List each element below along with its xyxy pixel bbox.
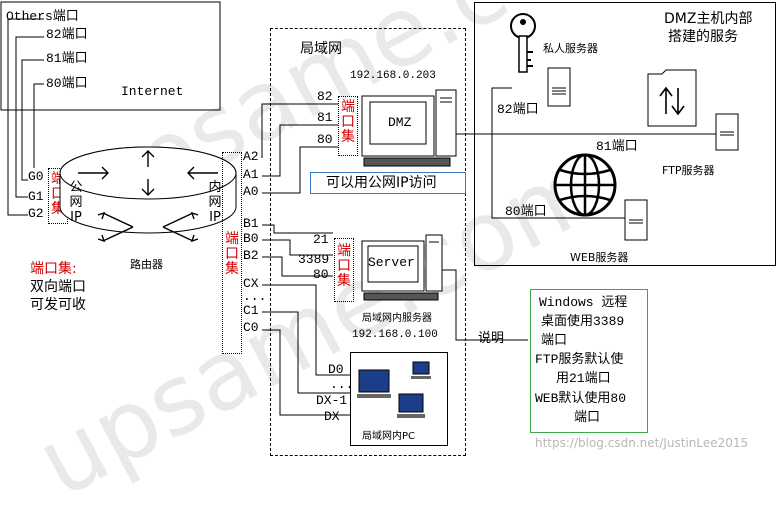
port-set-note-title: 端口集: — [30, 261, 77, 277]
private-server-label: 私人服务器 — [543, 42, 598, 55]
ftp-server-port-81: 81端口 — [596, 139, 638, 154]
others-port-label: Others端口 — [6, 9, 79, 24]
router-port-c1: C1 — [243, 303, 259, 318]
pc-port-dx-1: DX-1 — [316, 393, 348, 408]
port-set-note-line1: 双向端口 — [30, 279, 86, 295]
dmz-port-81: 81 — [317, 110, 333, 125]
router-port-a2: A2 — [243, 149, 259, 164]
internet-label: Internet — [121, 84, 184, 99]
dmz-panel-title-line1: DMZ主机内部 — [664, 11, 753, 27]
dmz-services-panel — [474, 2, 776, 266]
router-port-g2: G2 — [28, 206, 44, 221]
private-server-icon — [547, 67, 571, 107]
ftp-server-icon — [715, 113, 739, 151]
explanation-line-4: FTP服务默认使 — [535, 352, 624, 367]
explanation-line-1: Windows 远程 — [539, 295, 628, 310]
internet-port-82: 82端口 — [46, 27, 88, 42]
pc-port-dx: DX — [324, 409, 340, 424]
router-port-b0: B0 — [243, 231, 259, 246]
router-label: 路由器 — [130, 258, 163, 271]
router-port-a1: A1 — [243, 167, 259, 182]
server-port-set-label: 端口集 — [337, 244, 351, 289]
dmz-port-set-label: 端口集 — [341, 100, 355, 145]
key-icon — [510, 13, 536, 73]
server-port-21: 21 — [313, 232, 329, 247]
dmz-ip: 192.168.0.203 — [350, 70, 436, 82]
explanation-line-6: WEB默认使用80 — [535, 391, 627, 406]
server-caption: 局域网内服务器 — [362, 313, 432, 324]
explanation-label: 说明 — [478, 331, 505, 346]
server-label: Server — [368, 255, 415, 270]
server-port-set-box — [334, 238, 354, 302]
csdn-credit: https://blog.csdn.net/JustinLee2015 — [535, 436, 749, 450]
router-icon — [59, 146, 237, 243]
pc-port-d0: D0 — [328, 362, 344, 377]
public-access-label: 可以用公网IP访问 — [326, 175, 437, 191]
lan-pc-icons — [357, 361, 431, 418]
dmz-port-80: 80 — [317, 132, 333, 147]
router-port-g1: G1 — [28, 189, 44, 204]
connection-lines — [0, 1, 722, 416]
explanation-line-2: 桌面使用3389 — [541, 314, 625, 329]
router-right-port-set-label: 端口集 — [225, 232, 239, 277]
server-computer-icon — [361, 234, 443, 301]
router-internal-ip-label: 内网IP — [208, 180, 222, 225]
router-port-a0: A0 — [243, 184, 259, 199]
explanation-line-3: 端口 — [541, 333, 568, 348]
router-right-port-set-box — [222, 152, 242, 354]
dmz-port-82: 82 — [317, 89, 333, 104]
lan-region — [270, 28, 466, 456]
web-globe-icon — [553, 153, 617, 217]
port-set-note-line2: 可发可收 — [30, 297, 86, 313]
explanation-box — [530, 289, 648, 433]
web-server-icon — [624, 199, 648, 241]
router-public-ip-label: 公网IP — [69, 180, 83, 225]
dmz-label: DMZ — [388, 115, 412, 130]
dmz-port-set-box — [338, 96, 358, 156]
explanation-line-5: 用21端口 — [556, 371, 611, 386]
web-server-port-80: 80端口 — [505, 204, 547, 219]
private-server-port-82: 82端口 — [497, 102, 539, 117]
router-port-b1: B1 — [243, 216, 259, 231]
lan-title: 局域网 — [300, 41, 342, 57]
internet-port-80: 80端口 — [46, 76, 88, 91]
server-port-80: 80 — [313, 267, 329, 282]
router-port-dots: ... — [243, 289, 267, 304]
public-access-box — [310, 172, 466, 194]
ftp-server-label: FTP服务器 — [662, 164, 715, 177]
server-ip: 192.168.0.100 — [352, 329, 438, 341]
dmz-panel-title-line2: 搭建的服务 — [668, 29, 738, 45]
pc-port-dots: ... — [330, 377, 354, 392]
router-port-b2: B2 — [243, 248, 259, 263]
explanation-line-7: 端口 — [574, 410, 601, 425]
server-port-3389: 3389 — [298, 252, 330, 267]
dmz-computer-icon — [361, 89, 457, 167]
router-port-g0: G0 — [28, 169, 44, 184]
internet-port-81: 81端口 — [46, 51, 88, 66]
web-server-label: WEB服务器 — [570, 251, 629, 264]
pc-caption: 局域网内PC — [362, 431, 416, 442]
ftp-folder-icon — [647, 69, 697, 127]
router-port-cx: CX — [243, 276, 259, 291]
router-port-c0: C0 — [243, 320, 259, 335]
